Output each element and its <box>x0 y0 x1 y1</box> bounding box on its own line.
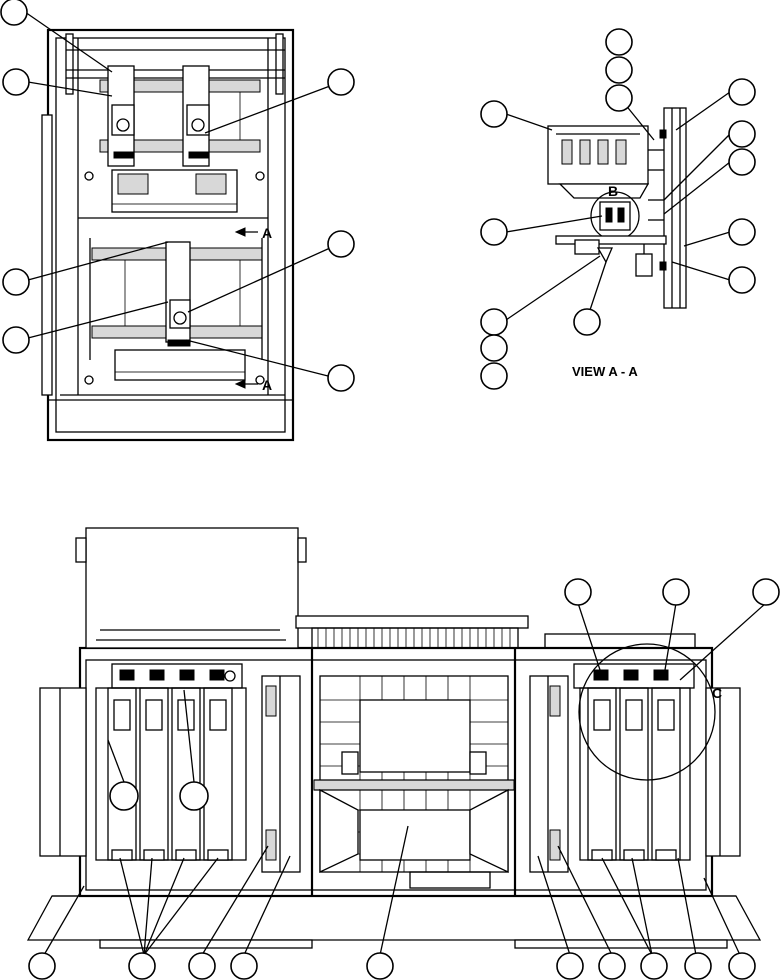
callout-circle <box>605 28 633 56</box>
view-title: VIEW A - A <box>572 364 638 379</box>
callout-circle <box>0 0 28 26</box>
front-view-drawing <box>41 28 295 442</box>
callout-circle <box>564 578 592 606</box>
section-marker-a-upper: A <box>262 225 272 241</box>
callouts-view-a <box>480 28 756 390</box>
callout-circle <box>2 268 30 296</box>
callout-circle <box>605 84 633 112</box>
callout-circle <box>480 334 508 362</box>
callout-circle <box>728 266 756 294</box>
callout-circle <box>480 100 508 128</box>
callout-circle <box>327 230 355 258</box>
callout-circle <box>109 781 139 811</box>
callout-circle <box>598 952 626 980</box>
callout-circle <box>728 78 756 106</box>
callouts-front <box>0 0 355 392</box>
callout-circle <box>179 781 209 811</box>
section-marker-a-lower: A <box>262 377 272 393</box>
callout-circle <box>327 364 355 392</box>
callout-circle <box>2 326 30 354</box>
callout-circle <box>728 218 756 246</box>
callout-circle <box>327 68 355 96</box>
callout-circle <box>188 952 216 980</box>
callout-circle <box>480 362 508 390</box>
callout-circle <box>480 218 508 246</box>
callout-circle <box>28 952 56 980</box>
callout-circle <box>728 120 756 148</box>
callout-circle <box>662 578 690 606</box>
callout-circle <box>752 578 780 606</box>
detail-marker-c: C <box>712 685 722 701</box>
plan-view-drawing <box>26 527 762 949</box>
callout-circle <box>684 952 712 980</box>
callout-circle <box>640 952 668 980</box>
detail-marker-b: B <box>608 183 618 199</box>
callout-circle <box>480 308 508 336</box>
callout-circle <box>573 308 601 336</box>
leader-lines-front <box>24 11 331 377</box>
callout-circle <box>128 952 156 980</box>
callout-circle <box>728 952 756 980</box>
callout-circle <box>230 952 258 980</box>
leader-lines-plan <box>43 602 767 956</box>
callout-circle <box>556 952 584 980</box>
callouts-plan <box>28 578 780 980</box>
callout-circle <box>2 68 30 96</box>
callout-circle <box>366 952 394 980</box>
view-a-a-drawing <box>547 107 687 309</box>
callout-circle <box>728 148 756 176</box>
callout-circle <box>605 56 633 84</box>
